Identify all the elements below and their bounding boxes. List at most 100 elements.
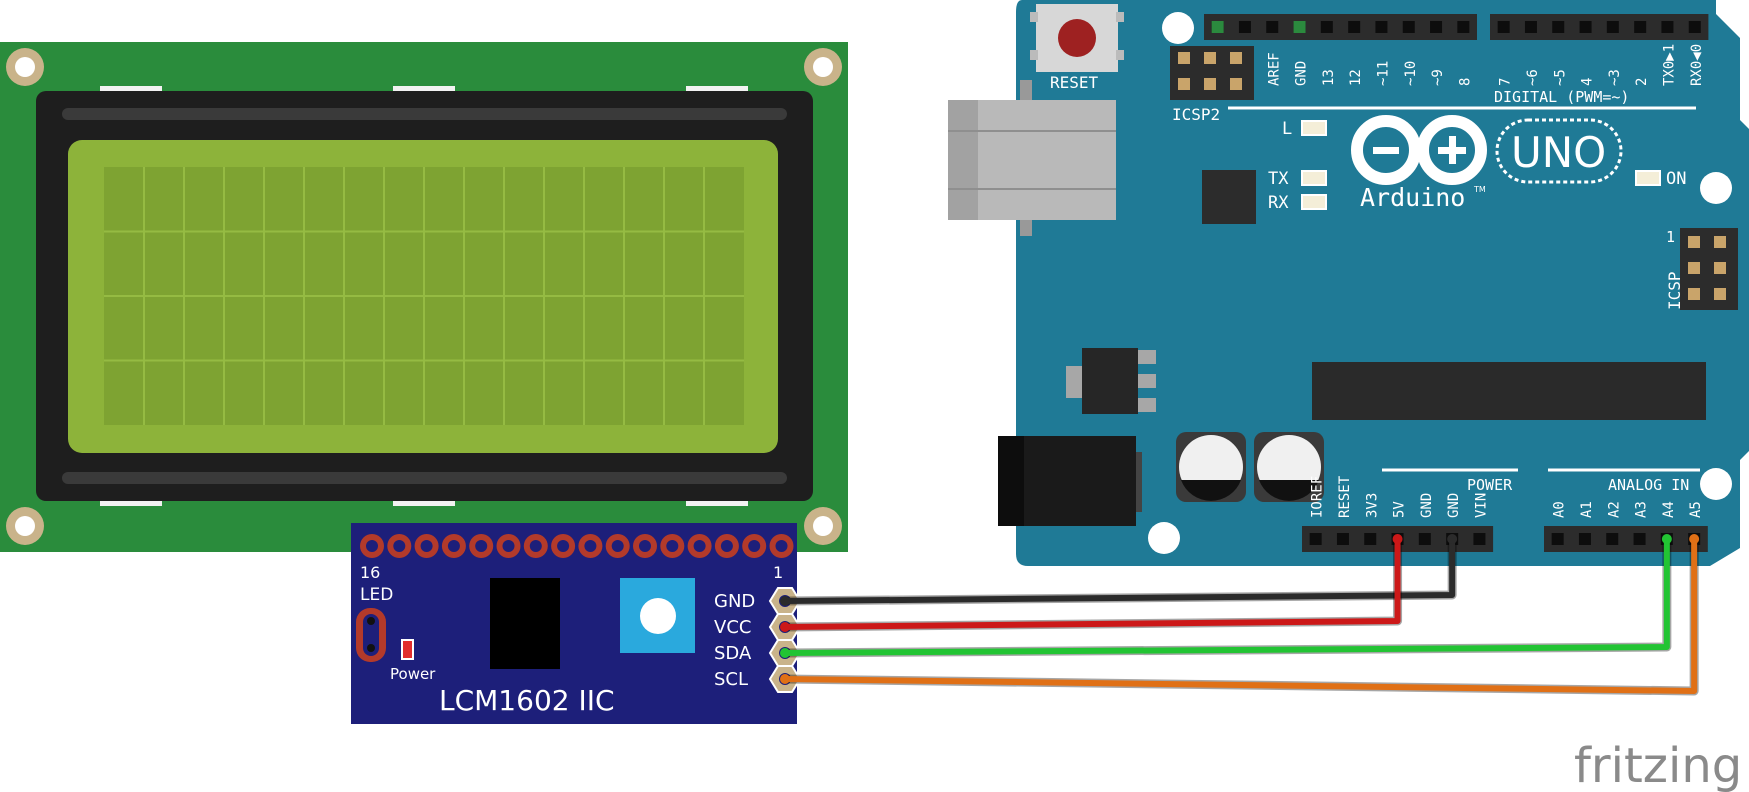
analog-pin-label: A4 bbox=[1661, 501, 1677, 518]
power-pin[interactable] bbox=[1336, 533, 1349, 545]
analog-pin[interactable] bbox=[1633, 533, 1646, 545]
analog-pin-label: A1 bbox=[1579, 501, 1595, 518]
analog-header bbox=[1544, 526, 1708, 552]
power-section-label: POWER bbox=[1467, 476, 1513, 494]
icsp-pin[interactable] bbox=[1688, 288, 1700, 300]
digital-pin[interactable] bbox=[1524, 21, 1537, 33]
icsp2-pin[interactable] bbox=[1230, 78, 1242, 90]
i2c-header-hole bbox=[447, 540, 460, 552]
wire-end-dot bbox=[780, 648, 790, 658]
i2c-header-hole bbox=[666, 540, 679, 552]
analog-pin[interactable] bbox=[1606, 533, 1619, 545]
on-led-label: ON bbox=[1666, 169, 1686, 189]
wire-end-dot bbox=[780, 596, 790, 606]
digital-pin-label: RX0◀0 bbox=[1689, 44, 1705, 86]
power-pin[interactable] bbox=[1418, 533, 1431, 545]
digital-pin-label: GND bbox=[1294, 61, 1310, 86]
digital-label: DIGITAL (PWM=~) bbox=[1494, 88, 1629, 106]
wire-scl-to-a5[interactable] bbox=[782, 536, 1698, 694]
digital-pin[interactable] bbox=[1457, 21, 1470, 33]
digital-pin[interactable] bbox=[1634, 21, 1647, 33]
power-pin[interactable] bbox=[1309, 533, 1322, 545]
analog-pin-label: A3 bbox=[1634, 501, 1650, 518]
icsp-pin[interactable] bbox=[1688, 262, 1700, 274]
contrast-potentiometer[interactable] bbox=[620, 578, 695, 653]
icsp2-header bbox=[1170, 46, 1254, 100]
digital-pin-label: ~6 bbox=[1525, 69, 1541, 86]
i2c-header-hole bbox=[366, 540, 378, 552]
icsp2-pin[interactable] bbox=[1204, 78, 1216, 90]
digital-pin[interactable] bbox=[1430, 21, 1443, 33]
power-pin[interactable] bbox=[1473, 533, 1486, 545]
digital-pin[interactable] bbox=[1402, 21, 1415, 33]
analog-pin-label: A0 bbox=[1552, 501, 1568, 518]
analog-pin[interactable] bbox=[1551, 533, 1564, 545]
i2c-header-pins bbox=[360, 534, 794, 558]
power-pin[interactable] bbox=[1364, 533, 1377, 545]
power-pin-label: GND bbox=[1419, 493, 1435, 518]
power-led bbox=[401, 639, 414, 660]
icsp2-pin[interactable] bbox=[1204, 52, 1216, 64]
digital-pin-label: 8 bbox=[1457, 78, 1473, 86]
i2c-led-label: LED bbox=[360, 585, 393, 605]
i2c-header-hole bbox=[393, 540, 406, 552]
power-pin-label: VIN bbox=[1473, 493, 1489, 518]
i2c-header-hole bbox=[502, 540, 515, 552]
i2c-header-hole bbox=[475, 540, 488, 552]
digital-pin[interactable] bbox=[1266, 21, 1279, 33]
wire-sda-to-a4[interactable] bbox=[782, 536, 1670, 656]
icsp-pin[interactable] bbox=[1688, 236, 1700, 248]
digital-pin[interactable] bbox=[1497, 21, 1510, 33]
power-pin-label: IOREF bbox=[1310, 476, 1326, 518]
icsp-header bbox=[1680, 228, 1738, 310]
digital-pin-marker bbox=[1293, 21, 1306, 33]
digital-pin-label: ~10 bbox=[1403, 61, 1419, 86]
i2c-pin16-label: 16 bbox=[360, 563, 380, 582]
digital-pin[interactable] bbox=[1579, 21, 1592, 33]
arduino-board bbox=[1016, 0, 1749, 566]
voltage-regulator bbox=[1066, 348, 1156, 414]
digital-pin[interactable] bbox=[1688, 21, 1701, 33]
icsp-pin[interactable] bbox=[1714, 262, 1726, 274]
led-tx-label: TX bbox=[1268, 169, 1289, 189]
digital-pin-label: 4 bbox=[1580, 78, 1596, 86]
lcd-tabs bbox=[100, 86, 748, 506]
digital-pin[interactable] bbox=[1606, 21, 1619, 33]
digital-pin[interactable] bbox=[1348, 21, 1361, 33]
digital-pin-label: 12 bbox=[1348, 69, 1364, 86]
icsp2-pin[interactable] bbox=[1230, 52, 1242, 64]
digital-pin[interactable] bbox=[1661, 21, 1674, 33]
wire-vcc-to-5v[interactable] bbox=[782, 536, 1401, 630]
wire-end-dot bbox=[1447, 534, 1458, 544]
i2c-header-hole bbox=[639, 540, 651, 552]
digital-pin[interactable] bbox=[1552, 21, 1565, 33]
icsp-pin[interactable] bbox=[1714, 288, 1726, 300]
icsp2-pin[interactable] bbox=[1178, 78, 1190, 90]
reset-button[interactable] bbox=[1030, 4, 1124, 72]
digital-pin[interactable] bbox=[1320, 21, 1333, 33]
icsp2-pin[interactable] bbox=[1178, 52, 1190, 64]
digital-pin[interactable] bbox=[1238, 21, 1251, 33]
i2c-module-title: LCM1602 IIC bbox=[439, 684, 615, 717]
icsp-label: ICSP bbox=[1665, 271, 1684, 310]
digital-pin-label: AREF bbox=[1266, 52, 1282, 86]
digital-pin-label: ~11 bbox=[1375, 61, 1391, 86]
icsp-pin1-label: 1 bbox=[1666, 228, 1675, 246]
led-jumper[interactable] bbox=[356, 608, 386, 662]
pcf8574-chip bbox=[490, 578, 560, 669]
icsp-pin[interactable] bbox=[1714, 236, 1726, 248]
i2c-pin-label: GND bbox=[714, 591, 755, 612]
lcd-module bbox=[0, 42, 848, 552]
usb-port bbox=[948, 80, 1116, 236]
analog-pin[interactable] bbox=[1578, 533, 1591, 545]
digital-pin[interactable] bbox=[1375, 21, 1388, 33]
i2c-header-hole bbox=[584, 540, 597, 552]
i2c-header-hole bbox=[693, 540, 706, 552]
wire-gnd-to-gnd[interactable] bbox=[782, 536, 1456, 604]
digital-pin-label: 2 bbox=[1634, 78, 1650, 86]
i2c-header-hole bbox=[557, 540, 570, 552]
